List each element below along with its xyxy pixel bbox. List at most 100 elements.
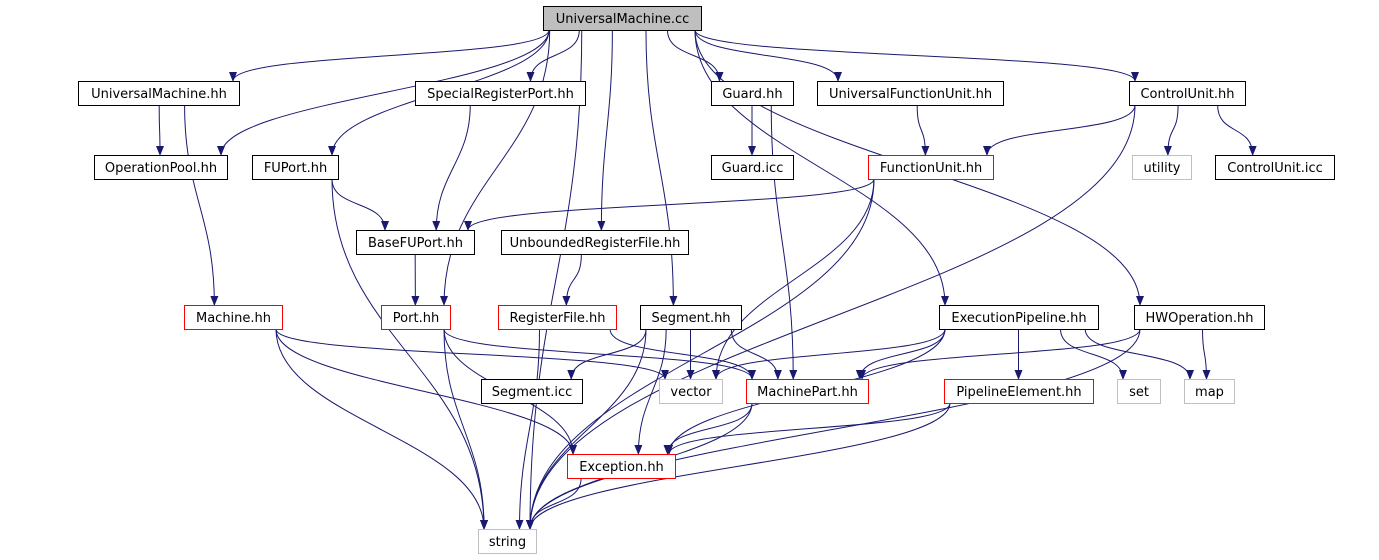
node-universalmachine-cc[interactable]: UniversalMachine.cc	[543, 6, 702, 31]
node-box	[1215, 155, 1335, 180]
node-label: FUPort.hh	[264, 161, 327, 176]
node-label: RegisterFile.hh	[510, 311, 606, 326]
node-label: string	[489, 535, 526, 550]
node-map[interactable]: map	[1184, 379, 1235, 404]
edge-universalmachine-cc-to-unboundedregisterfile-hh	[597, 29, 613, 231]
node-label: UniversalFunctionUnit.hh	[829, 87, 992, 102]
node-label: UniversalMachine.hh	[91, 87, 227, 102]
node-label: UniversalMachine.cc	[556, 12, 690, 27]
node-specialregisterport-hh[interactable]: SpecialRegisterPort.hh	[415, 81, 586, 106]
node-set[interactable]: set	[1117, 379, 1161, 404]
node-functionunit-hh[interactable]: FunctionUnit.hh	[868, 155, 994, 180]
node-box	[415, 81, 586, 106]
edge-universalmachine-cc-to-operationpool-hh	[217, 29, 550, 156]
node-registerfile-hh[interactable]: RegisterFile.hh	[498, 305, 617, 330]
node-executionpipeline-hh[interactable]: ExecutionPipeline.hh	[939, 305, 1099, 330]
node-machine-hh[interactable]: Machine.hh	[184, 305, 283, 330]
edge-fuport-hh-to-string	[331, 178, 488, 530]
edge-segment-hh-to-string	[526, 328, 647, 530]
node-box	[501, 230, 689, 255]
node-box	[543, 6, 702, 31]
node-exception-hh[interactable]: Exception.hh	[567, 454, 676, 479]
node-box	[1134, 305, 1265, 330]
edge-controlunit-hh-to-string	[526, 104, 1136, 530]
edge-universalmachine-cc-to-universalfunctionunit-hh	[694, 29, 842, 82]
node-label: BaseFUPort.hh	[368, 236, 463, 251]
edge-universalmachine-cc-to-universalmachine-hh	[229, 29, 550, 82]
edge-executionpipeline-hh-to-set	[1060, 328, 1127, 380]
node-operationpool-hh[interactable]: OperationPool.hh	[94, 155, 228, 180]
node-basefuport-hh[interactable]: BaseFUPort.hh	[356, 230, 475, 255]
node-utility[interactable]: utility	[1132, 155, 1192, 180]
node-box	[944, 379, 1094, 404]
node-label: MachinePart.hh	[757, 385, 858, 400]
node-segment-hh[interactable]: Segment.hh	[640, 305, 742, 330]
edge-segment-hh-to-machinepart-hh	[730, 328, 782, 380]
node-box	[817, 81, 1004, 106]
node-box	[711, 81, 794, 106]
node-pipelineelement-hh[interactable]: PipelineElement.hh	[944, 379, 1094, 404]
edge-controlunit-hh-to-controlunit-icc	[1217, 104, 1257, 156]
edge-universalmachine-cc-to-controlunit-hh	[694, 29, 1139, 82]
edge-executionpipeline-hh-to-vector	[712, 328, 946, 380]
node-string[interactable]: string	[478, 529, 537, 554]
edges	[155, 29, 1257, 530]
node-label: Machine.hh	[196, 311, 271, 326]
edge-fuport-hh-to-basefuport-hh	[331, 178, 389, 231]
edge-guard-hh-to-machinepart-hh	[770, 104, 798, 380]
edge-functionunit-hh-to-vector	[712, 178, 875, 380]
edge-functionunit-hh-to-string	[526, 178, 875, 530]
node-label: FunctionUnit.hh	[880, 161, 982, 176]
node-box	[711, 155, 794, 180]
node-label: Port.hh	[393, 311, 439, 326]
node-universalfunctionunit-hh[interactable]: UniversalFunctionUnit.hh	[817, 81, 1004, 106]
node-box	[184, 305, 283, 330]
node-label: Guard.icc	[722, 161, 784, 176]
node-fuport-hh[interactable]: FUPort.hh	[252, 155, 339, 180]
node-label: PipelineElement.hh	[956, 385, 1081, 400]
edge-pipelineelement-hh-to-string	[526, 402, 951, 530]
node-box	[1117, 379, 1161, 404]
node-box	[1132, 155, 1192, 180]
node-machinepart-hh[interactable]: MachinePart.hh	[746, 379, 869, 404]
node-unboundedregisterfile-hh[interactable]: UnboundedRegisterFile.hh	[501, 230, 689, 255]
edge-exception-hh-to-string	[526, 477, 582, 530]
node-segment-icc[interactable]: Segment.icc	[481, 379, 583, 404]
node-label: ControlUnit.hh	[1140, 87, 1234, 102]
edge-segment-hh-to-segment-icc	[567, 328, 647, 380]
node-universalmachine-hh[interactable]: UniversalMachine.hh	[78, 81, 240, 106]
edge-pipelineelement-hh-to-exception-hh	[665, 402, 951, 455]
edge-hwoperation-hh-to-machinepart-hh	[858, 328, 1141, 380]
node-box	[481, 379, 583, 404]
node-box	[94, 155, 228, 180]
node-box	[78, 81, 240, 106]
node-box	[567, 454, 676, 479]
node-box	[381, 305, 451, 330]
edge-universalmachine-cc-to-specialregisterport-hh	[526, 29, 580, 82]
node-controlunit-icc[interactable]: ControlUnit.icc	[1215, 155, 1335, 180]
node-box	[659, 379, 723, 404]
edge-hwoperation-hh-to-map	[1202, 328, 1211, 380]
edge-segment-hh-to-exception-hh	[634, 328, 667, 455]
node-label: utility	[1144, 161, 1181, 176]
node-label: set	[1129, 385, 1149, 400]
edge-universalfunctionunit-hh-to-functionunit-hh	[916, 104, 930, 156]
edge-registerfile-hh-to-machinepart-hh	[609, 328, 756, 380]
node-guard-hh[interactable]: Guard.hh	[711, 81, 794, 106]
node-guard-icc[interactable]: Guard.icc	[711, 155, 794, 180]
node-box	[1184, 379, 1235, 404]
node-box	[640, 305, 742, 330]
node-controlunit-hh[interactable]: ControlUnit.hh	[1129, 81, 1246, 106]
node-hwoperation-hh[interactable]: HWOperation.hh	[1134, 305, 1265, 330]
edge-registerfile-hh-to-string	[515, 328, 540, 530]
node-label: ExecutionPipeline.hh	[951, 311, 1086, 326]
node-box	[252, 155, 339, 180]
node-box	[939, 305, 1099, 330]
node-vector[interactable]: vector	[659, 379, 723, 404]
edge-port-hh-to-string	[443, 328, 489, 530]
node-label: SpecialRegisterPort.hh	[427, 87, 574, 102]
edge-universalmachine-cc-to-segment-hh	[645, 29, 678, 306]
node-port-hh[interactable]: Port.hh	[381, 305, 451, 330]
